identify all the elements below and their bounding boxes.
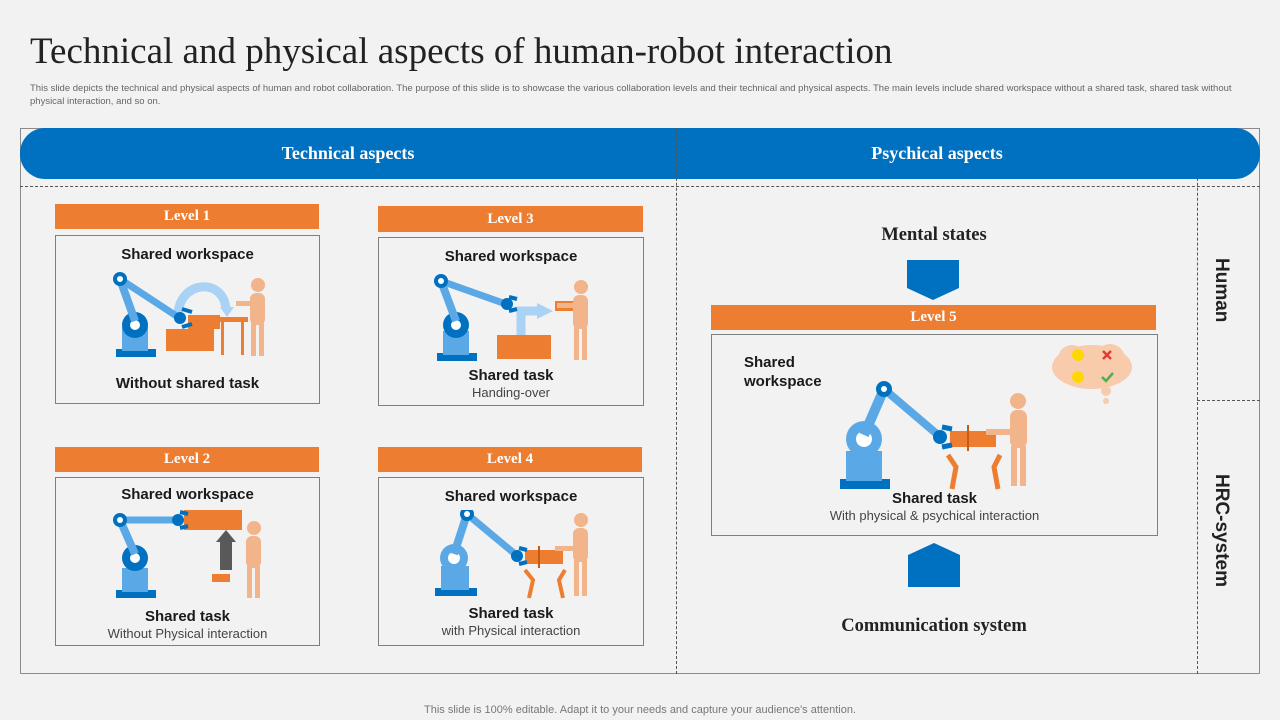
header-psychical: Psychical aspects xyxy=(676,128,1198,179)
arrow-up-icon xyxy=(908,543,960,587)
level-1-card: Shared workspace Without shared task xyxy=(55,235,320,404)
level-3-detail: Handing-over xyxy=(379,385,643,400)
level-3-robot-illustration xyxy=(431,273,601,363)
level-1-task: Without shared task xyxy=(56,375,319,392)
arrow-down-icon xyxy=(907,260,959,300)
slide-subtitle: This slide depicts the technical and phy… xyxy=(30,82,1245,108)
footer-note: This slide is 100% editable. Adapt it to… xyxy=(0,704,1280,716)
side-divider xyxy=(1197,128,1198,674)
header-divider xyxy=(20,186,1260,187)
level-5-detail: With physical & psychical interaction xyxy=(712,508,1157,523)
level-4-robot-illustration xyxy=(431,510,601,600)
level-3-task: Shared task xyxy=(379,367,643,384)
level-1-workspace: Shared workspace xyxy=(56,246,319,263)
level-5-card: Shared workspace Shared task With physic… xyxy=(711,334,1158,536)
communication-system-label: Communication system xyxy=(800,616,1068,637)
level-1-badge: Level 1 xyxy=(55,204,319,229)
level-5-workspace: Shared workspace xyxy=(744,353,822,391)
level-2-workspace: Shared workspace xyxy=(56,486,319,503)
level-2-badge: Level 2 xyxy=(55,447,319,472)
level-4-detail: with Physical interaction xyxy=(379,623,643,638)
level-4-task: Shared task xyxy=(379,605,643,622)
level-3-card: Shared workspace Shared task Handing-ove… xyxy=(378,237,644,406)
level-4-card: Shared workspace Shared task with Physic… xyxy=(378,477,644,646)
level-5-badge: Level 5 xyxy=(711,305,1156,330)
level-1-robot-illustration xyxy=(108,271,278,361)
level-3-badge: Level 3 xyxy=(378,206,643,232)
level-2-detail: Without Physical interaction xyxy=(56,626,319,641)
header-technical: Technical aspects xyxy=(20,128,676,179)
level-2-card: Shared workspace Shared task Without Phy… xyxy=(55,477,320,646)
side-label-human: Human xyxy=(1210,258,1232,322)
side-label-hrc: HRC-system xyxy=(1210,474,1232,587)
mental-states-label: Mental states xyxy=(800,225,1068,246)
level-2-task: Shared task xyxy=(56,608,319,625)
slide-title: Technical and physical aspects of human-… xyxy=(30,30,893,73)
thought-bubble-icon xyxy=(1048,341,1138,405)
level-2-robot-illustration xyxy=(112,508,282,600)
level-3-workspace: Shared workspace xyxy=(379,248,643,265)
level-5-task: Shared task xyxy=(712,490,1157,507)
level-4-workspace: Shared workspace xyxy=(379,488,643,505)
side-row-divider xyxy=(1197,400,1260,401)
level-5-robot-illustration xyxy=(834,379,1034,491)
level-4-badge: Level 4 xyxy=(378,447,642,472)
column-divider xyxy=(676,128,677,674)
